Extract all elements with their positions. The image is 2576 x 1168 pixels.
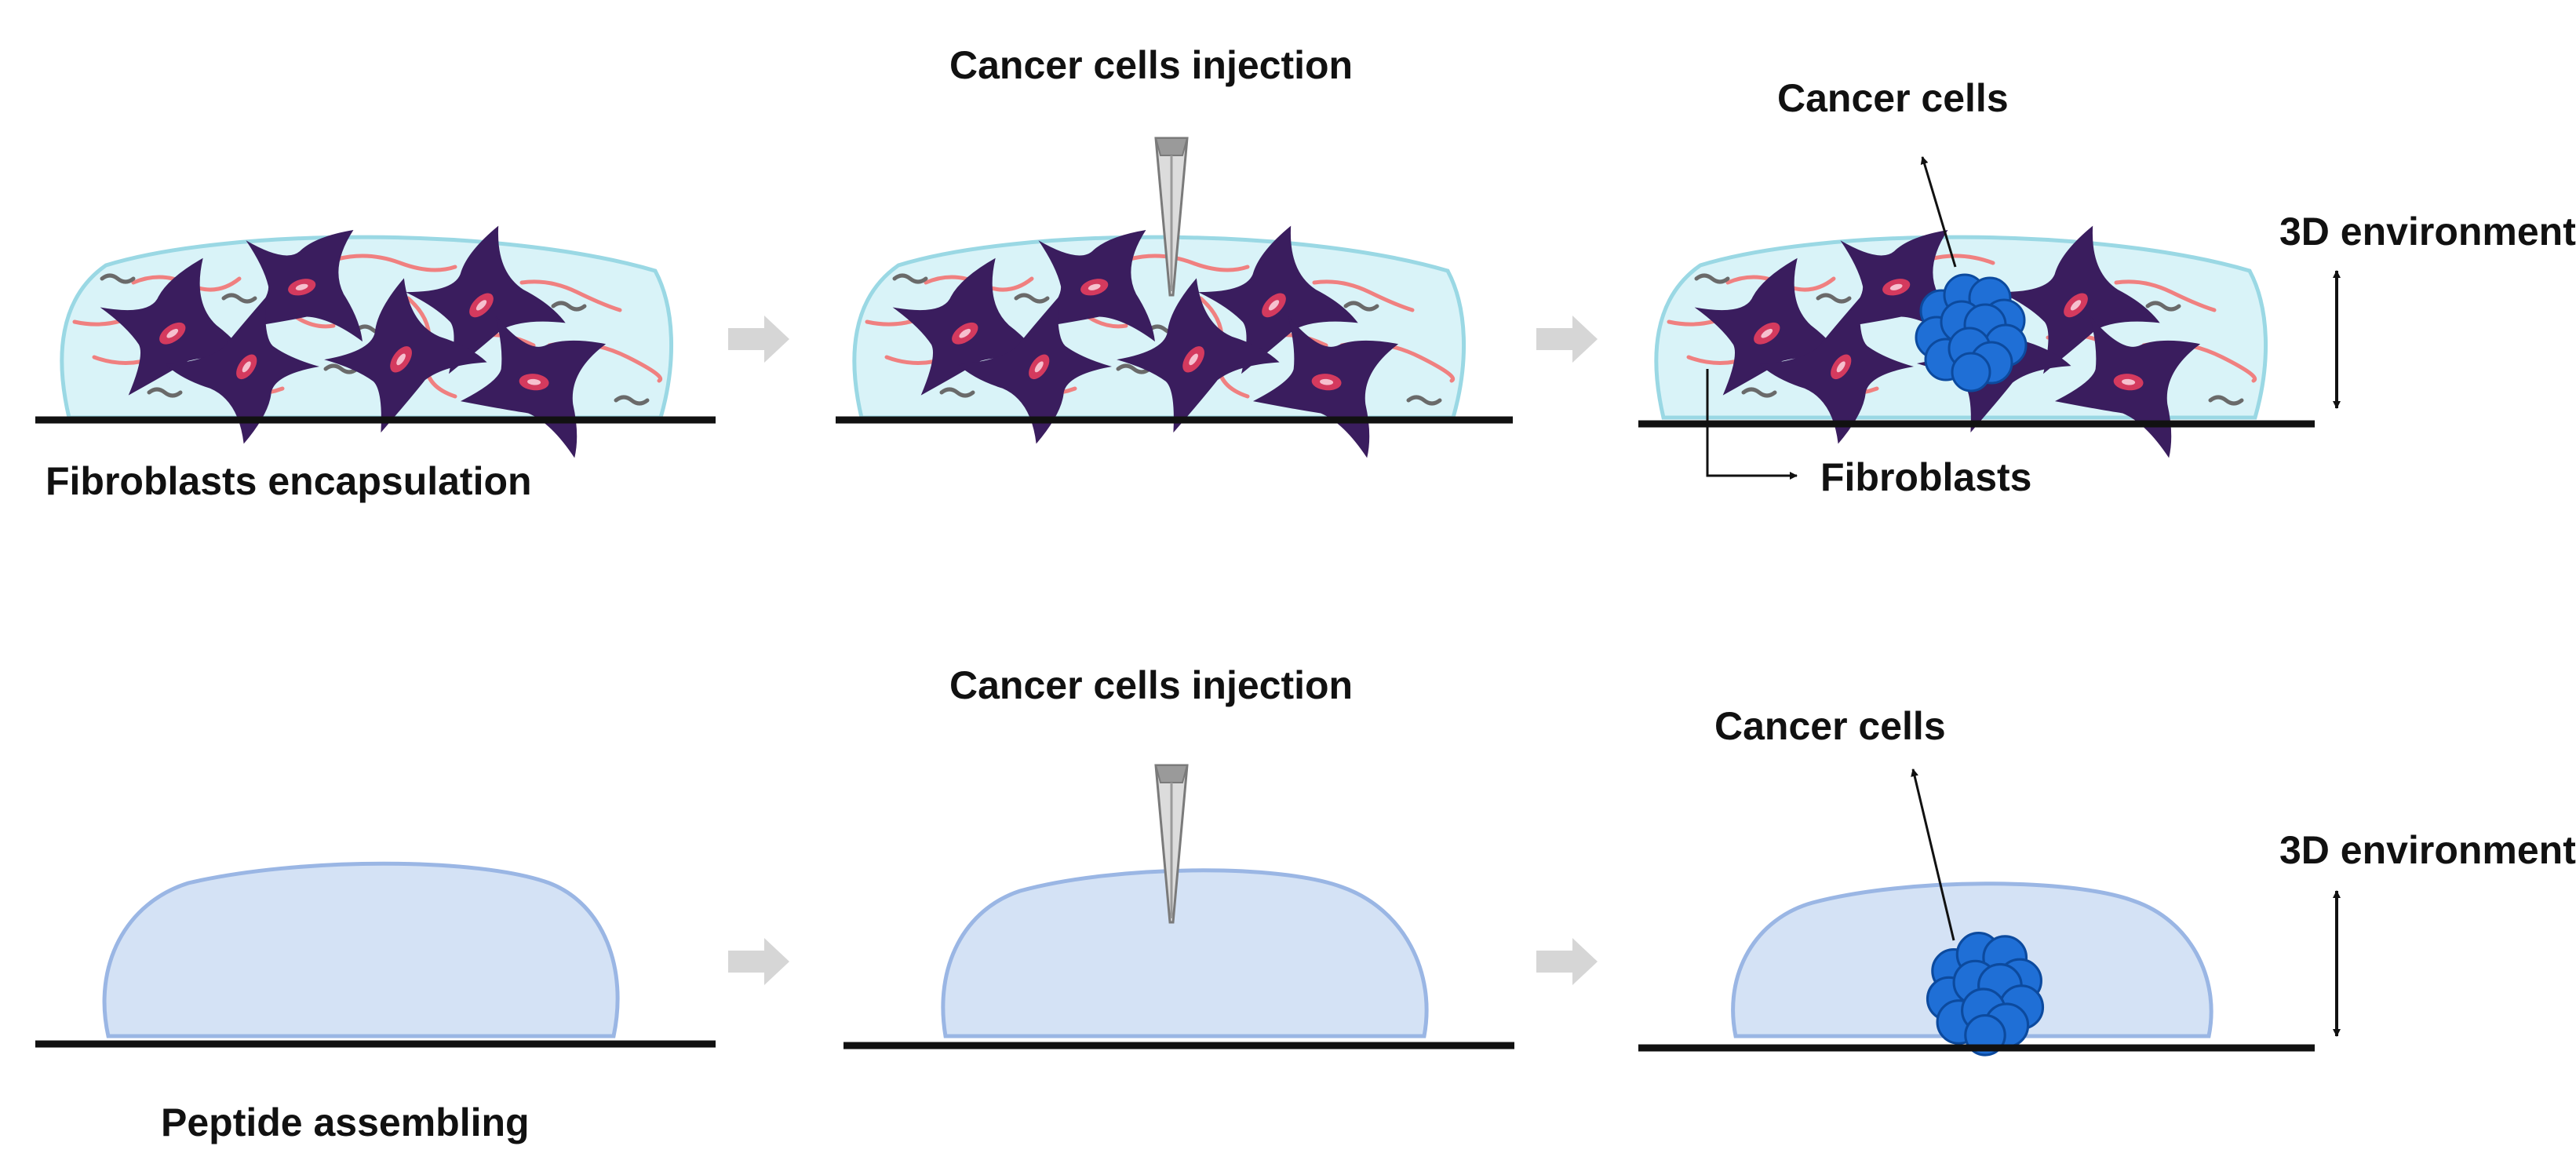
peptide-gel-1 [102,861,620,1038]
process-arrow-icon [1536,316,1598,363]
fibroblast-matrix-2 [852,196,1467,481]
peptide-gel-2 [941,868,1429,1038]
fibroblasts-encapsulation-label: Fibroblasts encapsulation [46,459,532,503]
cancer-cells-label-bottom: Cancer cells [1714,704,1946,748]
3d-environment-label-bottom: 3D environment [2279,828,2576,872]
cancer-cells-pointer-arrow [1920,156,1957,268]
cancer-cells-label-top: Cancer cells [1777,76,2009,120]
cancer-cell-cluster-icon [1915,273,2028,392]
process-arrow-icon [728,938,789,985]
3d-environment-label-top: 3D environment [2279,210,2576,254]
fibroblasts-pointer-arrow [1706,369,1798,480]
cancer-cell-cluster-icon [1926,932,2045,1057]
process-arrow-icon [1536,938,1598,985]
cancer-cells-injection-label-top: Cancer cells injection [949,43,1354,87]
process-arrow-icon [728,316,789,363]
cancer-cells-pointer-arrow [1911,768,1955,941]
fibroblasts-label: Fibroblasts [1820,455,2032,499]
peptide-assembling-label: Peptide assembling [161,1100,530,1144]
cancer-cells-injection-label-bottom: Cancer cells injection [949,663,1354,707]
fibroblast-matrix-1 [60,196,674,481]
